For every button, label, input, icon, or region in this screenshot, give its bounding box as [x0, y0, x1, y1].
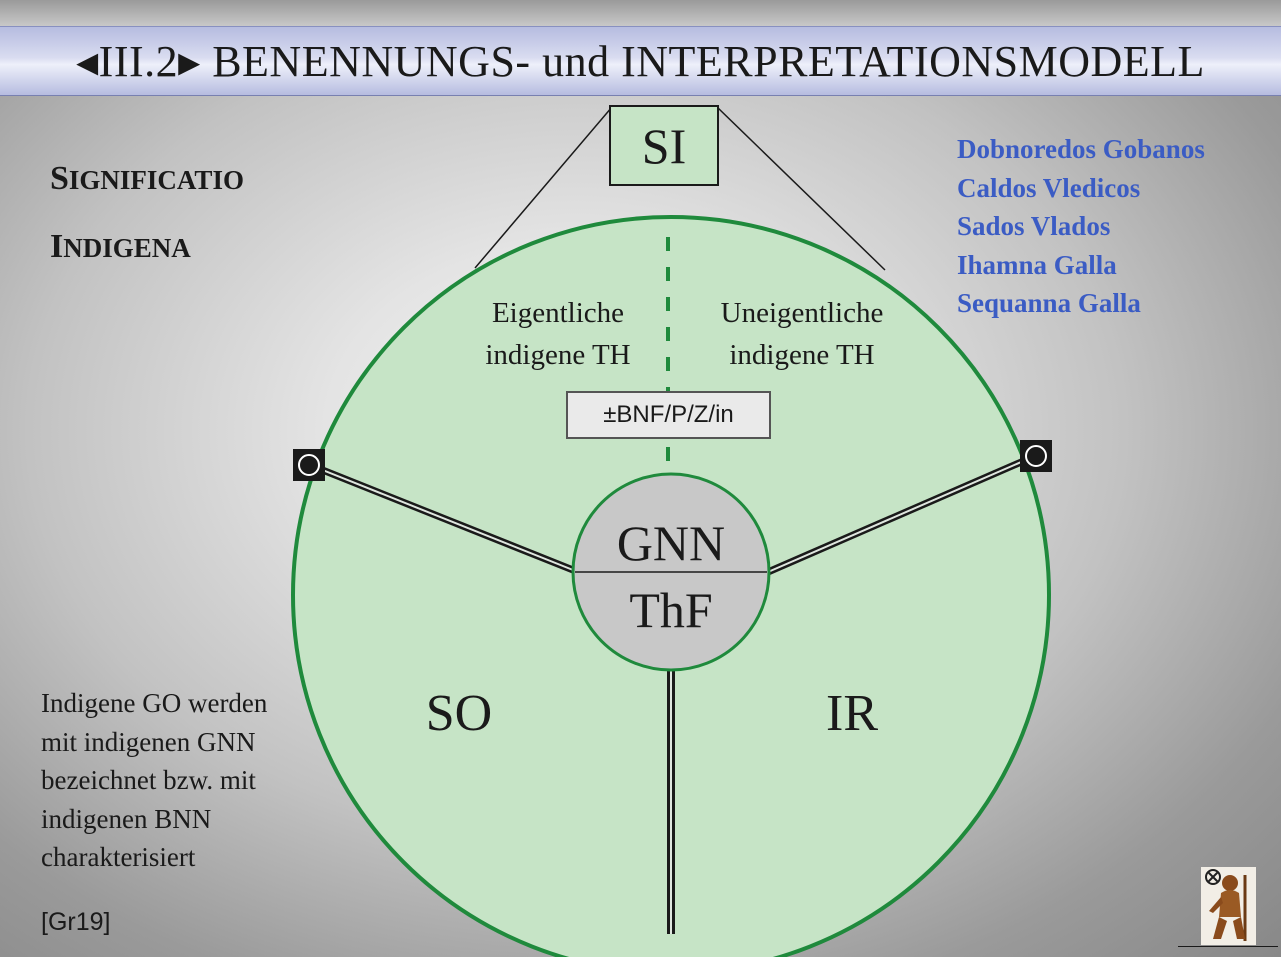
sector-label-right: IR — [826, 685, 878, 742]
description-line: mit indigenen GNN — [41, 726, 256, 757]
left-upper-line1: Eigentliche — [492, 297, 624, 329]
circle-node-icon — [1020, 440, 1052, 472]
center-bottom-label: ThF — [629, 582, 712, 638]
top-strip — [0, 0, 1281, 26]
right-upper-line1: Uneigentliche — [721, 297, 884, 329]
section-heading: SIGNIFICATIO INDIGENA — [50, 148, 244, 284]
name-item: Dobnoredos Gobanos — [957, 134, 1205, 164]
slide-title: ◂III.2▸ BENENNUNGS- und INTERPRETATIONSM… — [76, 36, 1205, 86]
logo-underline — [1178, 946, 1278, 947]
spoke-left — [308, 461, 580, 576]
right-upper-line2: indigene TH — [729, 339, 874, 371]
names-list: Dobnoredos Gobanos Caldos Vledicos Sados… — [957, 130, 1205, 323]
description-text: Indigene GO werden mit indigenen GNN bez… — [41, 684, 267, 877]
name-item: Sados Vlados — [957, 211, 1111, 241]
si-connector-left — [474, 106, 613, 269]
si-connector-right — [716, 106, 886, 271]
heading-line-1: SIGNIFICATIO — [50, 160, 244, 197]
circle-node-icon — [293, 449, 325, 481]
center-top-label: GNN — [617, 515, 725, 571]
figure-logo-icon — [1201, 867, 1256, 945]
name-item: Ihamna Galla — [957, 249, 1117, 280]
sector-label-left: SO — [426, 685, 492, 742]
spoke-right — [766, 452, 1037, 576]
name-item: Caldos Vledicos — [957, 172, 1141, 203]
si-box: SI — [609, 105, 719, 186]
description-line: indigenen BNN — [41, 803, 212, 834]
left-upper-line2: indigene TH — [485, 339, 630, 371]
reference-label: [Gr19] — [41, 908, 111, 936]
heading-line-2: INDIGENA — [50, 228, 191, 265]
title-bar: ◂III.2▸ BENENNUNGS- und INTERPRETATIONSM… — [0, 26, 1281, 96]
description-line: bezeichnet bzw. mit — [41, 765, 256, 795]
description-line: charakterisiert — [41, 842, 196, 872]
name-item: Sequanna Galla — [957, 288, 1141, 318]
description-line: Indigene GO werden — [41, 688, 268, 718]
bnf-box: ±BNF/P/Z/in — [566, 391, 771, 439]
